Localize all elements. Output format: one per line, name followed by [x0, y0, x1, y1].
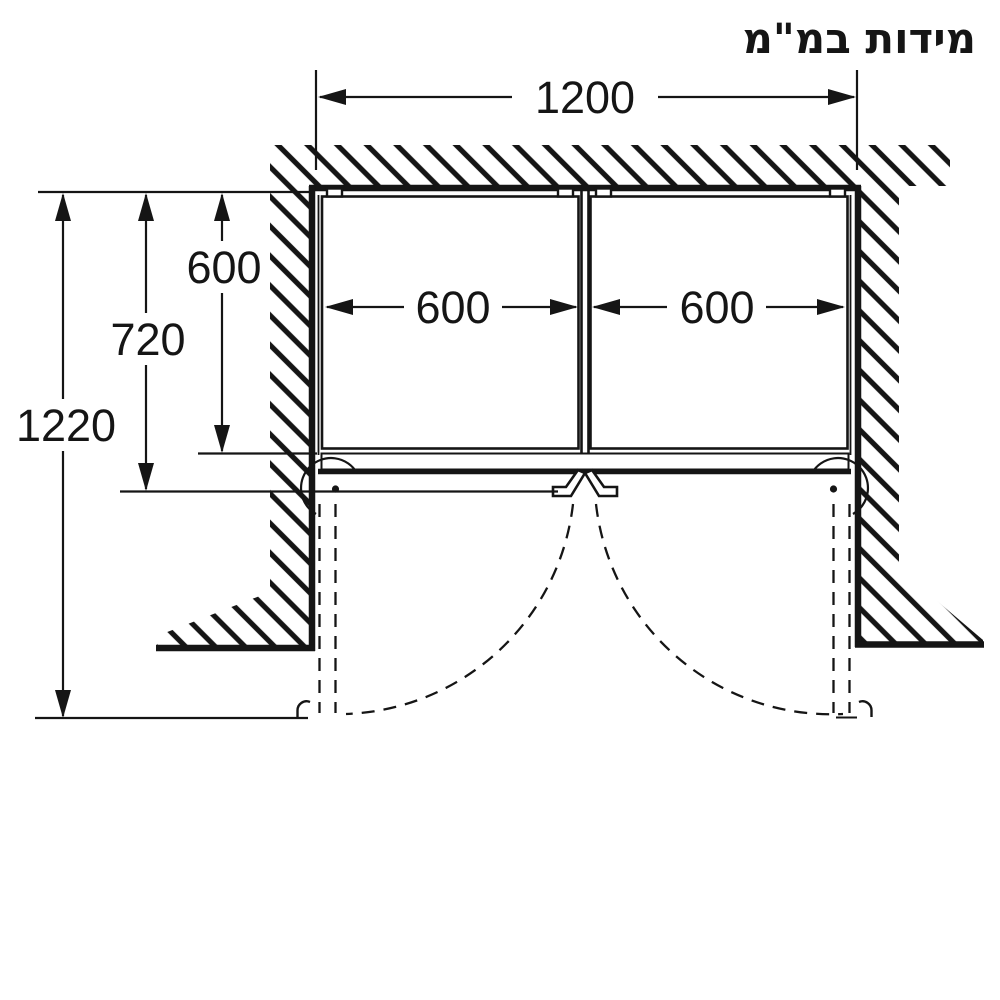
arrow-1220-up — [55, 193, 71, 221]
arrow-600R-right — [817, 299, 845, 315]
hinge-bump-left-inner — [556, 187, 575, 198]
arrow-1200-right — [828, 89, 856, 105]
arrow-1200-left — [318, 89, 346, 105]
wall-hatching — [156, 145, 984, 652]
title-dimensions-in-mm: מידות במ"מ — [743, 14, 976, 63]
arrow-600L-right — [550, 299, 578, 315]
arrow-600R-left — [592, 299, 620, 315]
left-pivot-arc — [299, 456, 358, 515]
dim-label-niche-width: 1200 — [535, 72, 635, 123]
left-door — [320, 195, 580, 450]
door-swing-group — [318, 503, 851, 716]
dim-label-depth-with-door: 720 — [110, 314, 185, 365]
right-door-tip-mark — [858, 700, 873, 717]
door-tip-marks — [296, 700, 873, 719]
left-door-swing-arc — [345, 503, 575, 716]
arrow-720-down — [138, 463, 154, 491]
dim-label-depth-door-open: 1220 — [16, 400, 116, 451]
wall-hatch-right-foot — [857, 583, 983, 645]
dimension-arrowheads — [55, 89, 856, 718]
center-hinge-right-leg — [583, 468, 619, 498]
center-divider — [580, 190, 590, 471]
door-front-band — [320, 452, 850, 471]
arrow-720-up — [138, 193, 154, 221]
wall-hatch-top-band — [270, 145, 950, 186]
hinge-bump-right-outer — [828, 187, 847, 198]
wall-hatch-left-column — [270, 186, 311, 648]
dim-label-right-door-width: 600 — [679, 282, 754, 333]
right-door-swing-arc — [594, 503, 844, 716]
arrow-600v-down — [214, 425, 230, 453]
right-door — [589, 195, 849, 450]
arrow-600L-left — [325, 299, 353, 315]
left-door-tip-mark — [296, 700, 311, 717]
hinge-bump-left-outer — [325, 187, 344, 198]
wall-hatch-left-foot — [157, 583, 311, 648]
dim-label-left-door-width: 600 — [415, 282, 490, 333]
right-pivot-arc — [811, 456, 870, 515]
hinge-bump-right-inner — [594, 187, 613, 198]
appliance-top-view — [299, 187, 870, 515]
dim-label-depth-without-door: 600 — [186, 242, 261, 293]
wall-hatch-right-column — [857, 186, 899, 645]
arrow-1220-down — [55, 690, 71, 718]
arrow-600v-up — [214, 193, 230, 221]
right-pivot-dot — [829, 485, 838, 493]
